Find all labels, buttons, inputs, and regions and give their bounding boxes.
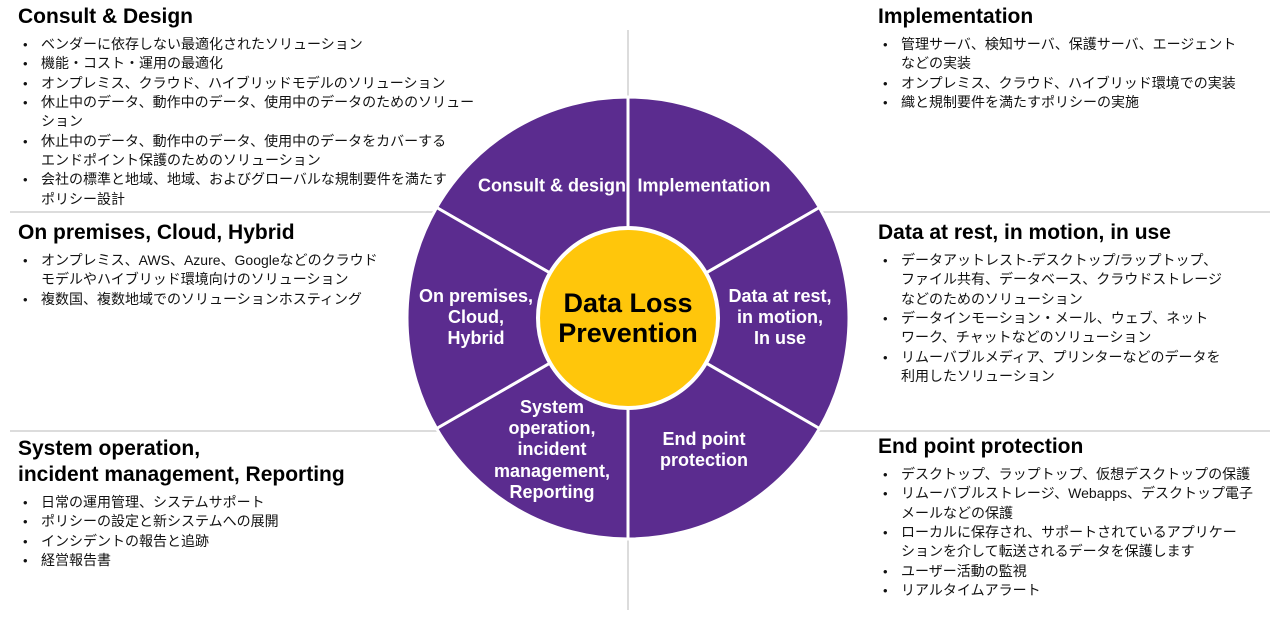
bullet-text: 複数国、複数地域でのソリューションホスティング [41,290,362,307]
bullet-list: • ベンダーに依存しない最適化されたソリューション • 機能・コスト・運用の最適化 • オ… [18,35,480,209]
bullet-item: • 休止中のデータ、動作中のデータ、使用中のデータをカバーする エンドポイント保護… [18,132,480,171]
bullet-item: • 日常の運用管理、システムサポート [18,493,450,512]
section-implementation: Implementation • 管理サーバ、検知サーバ、保護サーバ、エージェント… [878,4,1276,112]
bullet-item: • ベンダーに依存しない最適化されたソリューション [18,35,480,54]
bullet-list: • オンプレミス、AWS、Azure、Googleなどのクラウド モデルやハイブリ… [18,251,450,309]
bullet-text: 休止中のデータ、動作中のデータ、使用中のデータのためのソリューション [41,93,475,130]
wheel-segment-on-premises [405,205,632,431]
bullet-marker-icon: • [23,533,28,549]
bullet-item: • データアットレスト-デスクトップ/ラップトップ、 ファイル共有、データベース、… [878,251,1278,309]
bullet-marker-icon: • [883,563,888,579]
bullet-item: • オンプレミス、クラウド、ハイブリッド環境での実装 [878,74,1276,93]
bullet-text: オンプレミス、クラウド、ハイブリッドモデルのソリューション [41,74,446,91]
bullet-text: 会社の標準と地域、地域、およびグローバルな規制要件を満たす ポリシー設計 [41,171,447,207]
bullet-item: • 管理サーバ、検知サーバ、保護サーバ、エージェント などの実装 [878,35,1276,74]
section-data-at-rest: Data at rest, in motion, in use • データアットレ… [878,220,1278,386]
section-title: Consult & Design [18,5,194,28]
bullet-marker-icon: • [883,467,888,483]
bullet-list: • 日常の運用管理、システムサポート • ポリシーの設定と新システムへの展開 • インシデ… [18,493,450,570]
bullet-marker-icon: • [883,253,888,269]
wheel-hub [536,226,720,410]
bullet-list: • 管理サーバ、検知サーバ、保護サーバ、エージェント などの実装 • オンプレミス、ク… [878,35,1276,112]
section-end-point-protection: End point protection • デスクトップ、ラップトップ、仮想デス… [878,434,1278,600]
bullet-item: • ポリシーの設定と新システムへの展開 [18,512,450,531]
section-title: Data at rest, in motion, in use [878,221,1171,244]
section-title: On premises, Cloud, Hybrid [18,221,295,244]
bullet-text: リアルタイムアラート [901,581,1041,598]
bullet-item: • ローカルに保存され、サポートされているアプリケー ションを介して転送されるデー… [878,523,1278,562]
bullet-marker-icon: • [883,310,888,326]
bullet-text: ポリシーの設定と新システムへの展開 [41,513,279,530]
bullet-text: ローカルに保存され、サポートされているアプリケー ションを介して転送されるデータ… [901,523,1237,560]
bullet-item: • 休止中のデータ、動作中のデータ、使用中のデータのためのソリューション [18,93,480,132]
bullet-item: • 複数国、複数地域でのソリューションホスティング [18,290,450,309]
bullet-text: 織と規制要件を満たすポリシーの実施 [901,93,1139,110]
bullet-item: • オンプレミス、クラウド、ハイブリッドモデルのソリューション [18,74,480,93]
section-on-premises: On premises, Cloud, Hybrid • オンプレミス、AWS、A… [18,220,450,309]
bullet-list: • デスクトップ、ラップトップ、仮想デスクトップの保護 • リムーバブルストレージ、W… [878,465,1278,600]
section-title: Implementation [878,5,1034,28]
bullet-text: オンプレミス、AWS、Azure、Googleなどのクラウド モデルやハイブリッ… [41,252,378,288]
bullet-item: • リアルタイムアラート [878,581,1278,600]
bullet-item: • デスクトップ、ラップトップ、仮想デスクトップの保護 [878,465,1278,484]
bullet-marker-icon: • [23,172,28,188]
bullet-marker-icon: • [23,553,28,568]
bullet-item: • インシデントの報告と追跡 [18,532,450,551]
bullet-text: 休止中のデータ、動作中のデータ、使用中のデータをカバーする エンドポイント保護の… [41,132,447,168]
bullet-item: • 織と規制要件を満たすポリシーの実施 [878,93,1276,112]
bullet-item: • オンプレミス、AWS、Azure、Googleなどのクラウド モデルやハイブリ… [18,251,450,290]
bullet-text: オンプレミス、クラウド、ハイブリッド環境での実装 [901,74,1236,91]
bullet-text: デスクトップ、ラップトップ、仮想デスクトップの保護 [901,466,1251,483]
section-title: System operation, incident management, R… [18,437,345,487]
bullet-text: ユーザー活動の監視 [901,562,1027,579]
section-system-operation: System operation, incident management, R… [18,436,450,570]
bullet-marker-icon: • [23,133,28,149]
bullet-text: 機能・コスト・運用の最適化 [41,55,223,72]
bullet-marker-icon: • [23,37,28,53]
bullet-item: • リムーバブルメディア、プリンターなどのデータを 利用したソリューション [878,348,1278,387]
wheel-segment-data-at-rest [624,205,851,431]
section-title: End point protection [878,435,1084,458]
bullet-text: インシデントの報告と追跡 [41,532,209,549]
bullet-marker-icon: • [883,582,888,598]
bullet-marker-icon: • [23,495,28,511]
bullet-marker-icon: • [23,56,28,72]
bullet-marker-icon: • [883,349,888,365]
bullet-item: • リムーバブルストレージ、Webapps、デスクトップ電子 メールなどの保護 [878,484,1278,523]
bullet-marker-icon: • [883,486,888,502]
bullet-item: • データインモーション・メール、ウェブ、ネット ワーク、チャットなどのソリューシ… [878,309,1278,348]
bullet-text: 日常の運用管理、システムサポート [41,494,265,511]
bullet-text: データインモーション・メール、ウェブ、ネット ワーク、チャットなどのソリューショ… [901,309,1209,346]
bullet-text: 経営報告書 [41,552,111,568]
bullet-list: • データアットレスト-デスクトップ/ラップトップ、 ファイル共有、データベース、… [878,251,1278,386]
bullet-text: データアットレスト-デスクトップ/ラップトップ、 ファイル共有、データベース、ク… [901,252,1223,307]
bullet-item: • 会社の標準と地域、地域、およびグローバルな規制要件を満たす ポリシー設計 [18,170,480,209]
bullet-marker-icon: • [883,37,888,53]
bullet-marker-icon: • [883,94,888,110]
bullet-marker-icon: • [23,514,28,530]
bullet-text: リムーバブルストレージ、Webapps、デスクトップ電子 メールなどの保護 [901,485,1254,521]
bullet-item: • 経営報告書 [18,551,450,570]
bullet-item: • 機能・コスト・運用の最適化 [18,54,480,73]
bullet-text: リムーバブルメディア、プリンターなどのデータを 利用したソリューション [901,348,1221,384]
bullet-marker-icon: • [23,75,28,91]
section-consult-design: Consult & Design • ベンダーに依存しない最適化されたソリューショ… [18,4,480,209]
bullet-marker-icon: • [883,75,888,91]
bullet-text: 管理サーバ、検知サーバ、保護サーバ、エージェント などの実装 [901,36,1237,72]
bullet-item: • ユーザー活動の監視 [878,562,1278,581]
bullet-marker-icon: • [23,291,28,307]
bullet-marker-icon: • [883,524,888,540]
bullet-text: ベンダーに依存しない最適化されたソリューション [41,36,363,53]
bullet-marker-icon: • [23,94,28,110]
bullet-marker-icon: • [23,253,28,269]
